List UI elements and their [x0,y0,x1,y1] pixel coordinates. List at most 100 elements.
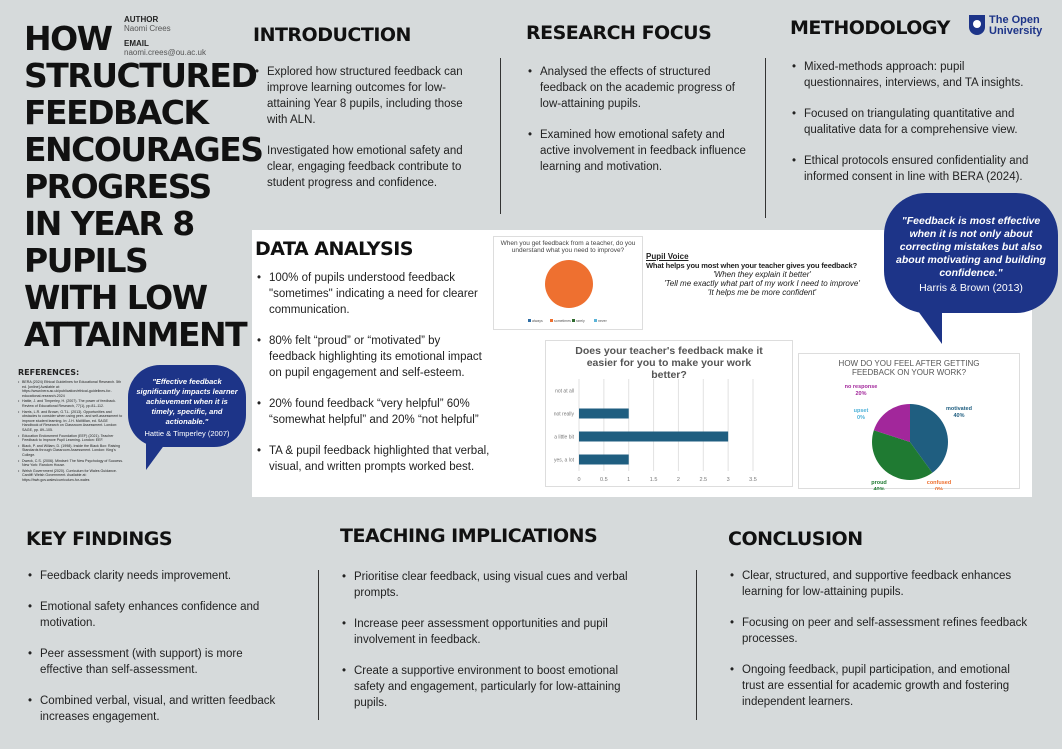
pie-chart-svg: motivated40%confused0%proud40%upset0%no … [845,384,972,490]
pie-slice-motivated [910,404,948,473]
reference-item: Harris, L.R. and Brown, G.T.L. (2013). O… [18,410,123,433]
legend-label: sometimes [554,319,571,323]
bar-not-really [579,408,629,419]
poster-title: HOW STRUCTURED FEEDBACK ENCOURAGES PROGR… [24,19,264,354]
reference-item: Black, P. and Wiliam, D. (1998). Inside … [18,444,123,458]
list-item: Emotional safety enhances confidence and… [26,599,281,631]
reference-item: Education Endowment Foundation (EEF) (20… [18,434,123,443]
x-tick-label: 0.5 [600,477,608,483]
reference-item: Welsh Government (2020). Curriculum for … [18,469,123,483]
email-label: EMAIL [124,39,149,48]
helpfulness-bar-chart: Does your teacher's feedback make it eas… [545,340,793,487]
data-analysis-heading: DATA ANALYSIS [255,238,413,260]
pupil-voice-heading: Pupil Voice [646,252,689,261]
pie-chart-svg: always sometimes rarely never [528,260,608,323]
list-item: Prioritise clear feedback, using visual … [340,569,640,601]
x-tick-label: 1 [627,477,630,483]
x-tick-label: 2.5 [699,477,707,483]
pie-value: 40% [873,487,884,490]
pupil-voice: Pupil Voice What helps you most when you… [646,252,878,297]
pie-value: 40% [953,413,964,419]
quote-citation: Hattie & Timperley (2007) [144,429,230,438]
legend-swatch [594,319,597,322]
y-tick-label: yes, a lot [554,458,575,464]
list-item: 20% found feedback “very helpful” 60% “s… [255,396,490,428]
bar-yes-a-lot [579,454,629,465]
list-item: Focusing on peer and self-assessment ref… [728,615,1028,647]
research-focus-heading: RESEARCH FOCUS [526,22,712,44]
pie-value: 0% [935,487,943,490]
legend-label: rarely [576,319,585,323]
pie-label: motivated [946,406,972,412]
legend-swatch [550,319,553,322]
list-item: Feedback clarity needs improvement. [26,568,281,584]
list-item: Analysed the effects of structured feedb… [526,64,746,112]
y-tick-label: a little bit [554,435,574,441]
list-item: Examined how emotional safety and active… [526,127,746,175]
divider [765,58,766,218]
list-item: Increase peer assessment opportunities a… [340,616,640,648]
legend-swatch [528,319,531,322]
pie-label: upset [854,408,869,414]
conclusion-heading: CONCLUSION [728,528,863,550]
bar-a-little-bit [579,431,729,442]
conclusion-section: CONCLUSION Clear, structured, and suppor… [728,528,1028,725]
legend-label: always [532,319,543,323]
list-item: Focused on triangulating quantitative an… [790,106,1040,138]
author-info: AUTHOR Naomi Crees EMAIL naomi.crees@ou.… [124,12,206,57]
pupil-quote: 'When they explain it better' [713,270,811,279]
key-findings-section: KEY FINDINGS Feedback clarity needs impr… [26,528,281,740]
author-name: Naomi Crees [124,24,171,33]
list-item: Ongoing feedback, pupil participation, a… [728,662,1028,710]
bubble-tail [146,440,168,470]
legend-label: never [598,319,608,323]
list-item: TA & pupil feedback highlighted that ver… [255,443,490,475]
key-findings-heading: KEY FINDINGS [26,528,173,550]
teaching-implications-section: TEACHING IMPLICATIONS Prioritise clear f… [340,525,640,726]
logo-text-1: The Open [989,14,1040,26]
chart-title: Does your teacher's feedback make it eas… [575,345,763,381]
x-tick-label: 0 [577,477,580,483]
teaching-implications-heading: TEACHING IMPLICATIONS [340,525,598,547]
introduction-section: INTRODUCTION Explored how structured fee… [253,24,478,206]
quote-text: "Feedback is most effective when it is n… [896,215,1046,279]
data-analysis-section: DATA ANALYSIS 100% of pupils understood … [255,238,490,490]
list-item: Combined verbal, visual, and written fee… [26,693,281,725]
introduction-heading: INTRODUCTION [253,24,411,46]
list-item: Ethical protocols ensured confidentialit… [790,153,1040,185]
list-item: Explored how structured feedback can imp… [253,64,478,128]
reference-item: BERA (2024) Ethical Guidelines for Educa… [18,380,123,398]
author-email[interactable]: naomi.crees@ou.ac.uk [124,48,206,57]
list-item: 80% felt “proud” or “motivated” by feedb… [255,333,490,381]
legend-swatch [572,319,575,322]
author-label: AUTHOR [124,15,159,24]
list-item: Mixed-methods approach: pupil questionna… [790,59,1040,91]
pie-slice-proud [872,430,933,480]
list-item: Create a supportive environment to boost… [340,663,640,711]
references: REFERENCES: BERA (2024) Ethical Guidelin… [18,368,123,483]
methodology-section: METHODOLOGY Mixed-methods approach: pupi… [790,17,1040,200]
x-tick-label: 2 [677,477,680,483]
list-item: 100% of pupils understood feedback "some… [255,270,490,318]
quote-bubble-left: "Effective feedback significantly impact… [128,365,246,447]
reference-item: Dweck, C.S. (2006). Mindset: The New Psy… [18,459,123,468]
understand-pie-chart: When you get feedback from a teacher, do… [493,236,643,330]
pie-value: 0% [857,415,865,421]
divider [696,570,697,720]
pie-label: no response [845,384,878,390]
pie-slice-no-response [873,404,910,442]
pie-value: 20% [855,391,866,397]
methodology-heading: METHODOLOGY [790,17,950,39]
pupil-quote: 'It helps me be more confident' [707,288,817,297]
bubble-tail [910,300,942,344]
list-item: Investigated how emotional safety and cl… [253,143,478,191]
divider [318,570,319,720]
pupil-voice-question: What helps you most when your teacher gi… [646,261,858,270]
x-tick-label: 1.5 [650,477,658,483]
y-tick-label: not at all [555,389,574,395]
list-item: Clear, structured, and supportive feedba… [728,568,1028,600]
x-tick-label: 3.5 [749,477,757,483]
ou-shield-icon [969,15,985,35]
